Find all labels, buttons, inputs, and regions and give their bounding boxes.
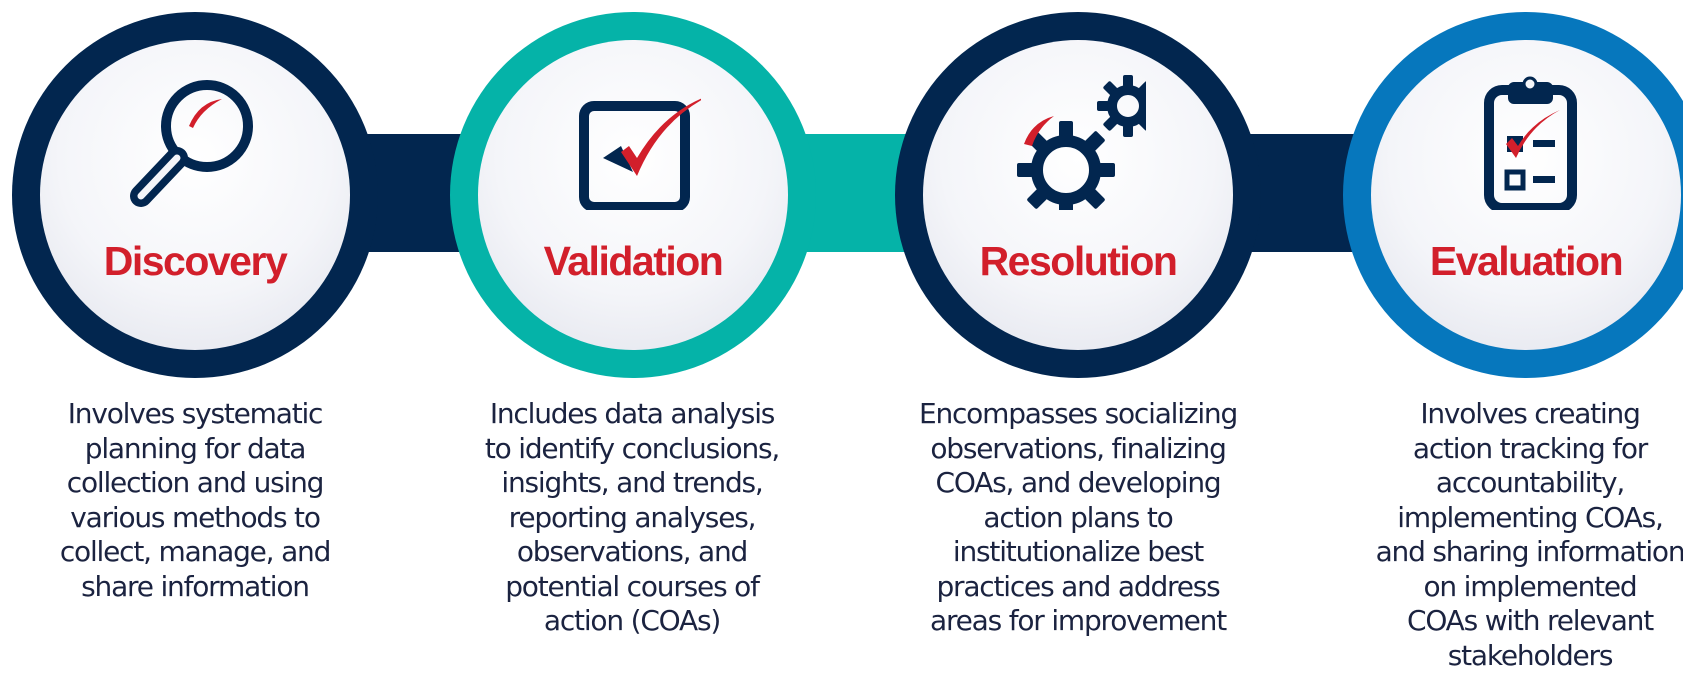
stage-description: Includes data analysis to identify concl… bbox=[484, 397, 780, 637]
clipboard-checklist-icon bbox=[1484, 76, 1577, 210]
stage-discovery: Discovery bbox=[12, 12, 378, 378]
checkbox-check-icon bbox=[579, 98, 701, 210]
stage-title: Resolution bbox=[979, 238, 1178, 284]
stage-title: Evaluation bbox=[1429, 238, 1624, 284]
magnifier-icon bbox=[130, 80, 253, 207]
stage-title: Discovery bbox=[103, 238, 288, 284]
stage-evaluation: Evaluation bbox=[1343, 12, 1683, 378]
stage-title: Validation bbox=[543, 238, 724, 284]
stage-description: Involves creating action tracking for ac… bbox=[1375, 397, 1683, 672]
stage-description: Involves systematic planning for data co… bbox=[59, 397, 332, 603]
stage-description: Encompasses socializing observations, fi… bbox=[918, 397, 1238, 637]
disc bbox=[478, 40, 788, 350]
stage-validation: Validation bbox=[450, 12, 816, 378]
gears-icon bbox=[1017, 75, 1146, 210]
stage-resolution: Resolution bbox=[895, 12, 1261, 378]
